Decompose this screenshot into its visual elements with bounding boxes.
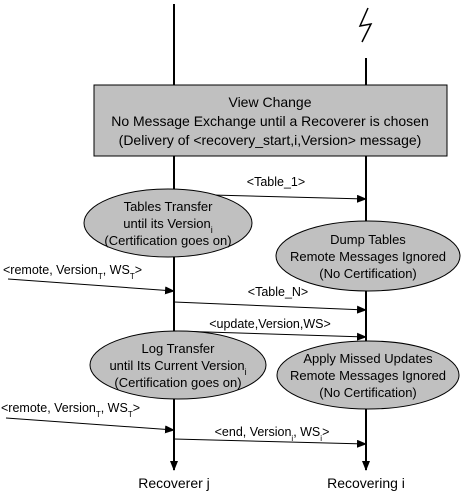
table-n-label: <Table_N> xyxy=(248,285,308,299)
apply-updates-note: (No Certification) xyxy=(319,385,417,400)
log-transfer-until: until Its Current Versioni xyxy=(109,358,246,377)
apply-updates-ellipse: Apply Missed Updates Remote Messages Ign… xyxy=(276,340,460,410)
table-1-label: <Table_1> xyxy=(247,175,305,189)
view-change-delivery: (Delivery of <recovery_start,i,Version> … xyxy=(119,132,422,148)
log-transfer-note: (Certification goes on) xyxy=(114,375,241,390)
tables-transfer-note: (Certification goes on) xyxy=(104,233,231,248)
table-n-arrow xyxy=(173,301,367,314)
remote-msg-1-label: <remote, VersionT, WST> xyxy=(3,263,142,281)
apply-updates-title: Apply Missed Updates xyxy=(303,351,433,366)
dump-tables-title: Dump Tables xyxy=(330,232,406,247)
dump-tables-note: (No Certification) xyxy=(319,266,417,281)
view-change-box: View Change No Message Exchange until a … xyxy=(93,84,448,157)
recovering-label: Recovering i xyxy=(327,475,405,491)
end-arrow xyxy=(173,438,367,448)
view-change-title: View Change xyxy=(228,94,311,110)
remote-msg-2-arrow xyxy=(5,417,175,434)
apply-updates-ignored: Remote Messages Ignored xyxy=(290,368,446,383)
tables-transfer-ellipse: Tables Transfer until its Versioni (Cert… xyxy=(83,188,253,258)
log-transfer-title: Log Transfer xyxy=(142,341,216,356)
update-label: <update,Version,WS> xyxy=(209,317,331,331)
view-change-subtitle: No Message Exchange until a Recoverer is… xyxy=(111,113,429,129)
dump-tables-ignored: Remote Messages Ignored xyxy=(290,249,446,264)
remote-msg-2-label: <remote, VersionT, WST> xyxy=(1,401,140,419)
tables-transfer-title: Tables Transfer xyxy=(124,199,214,214)
end-label: <end, Versioni, WSi> xyxy=(215,425,330,443)
dump-tables-ellipse: Dump Tables Remote Messages Ignored (No … xyxy=(275,220,461,292)
recoverer-label: Recoverer j xyxy=(138,475,210,491)
lightning-icon xyxy=(358,7,373,43)
log-transfer-ellipse: Log Transfer until Its Current Versioni … xyxy=(89,330,267,400)
tables-transfer-until: until its Versioni xyxy=(123,216,212,235)
remote-msg-1-arrow xyxy=(7,278,175,295)
update-arrow xyxy=(173,330,367,341)
